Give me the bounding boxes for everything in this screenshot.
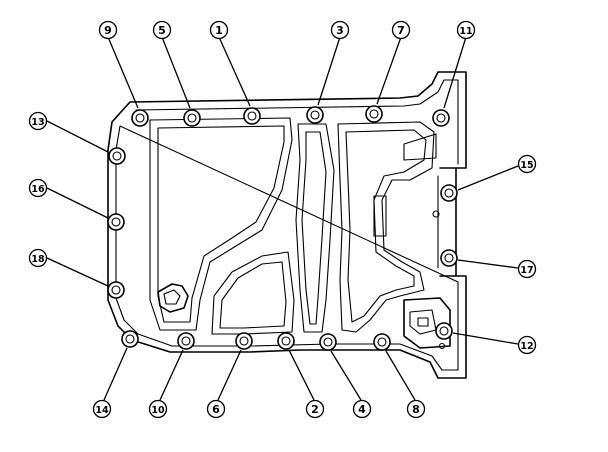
svg-text:11: 11 — [459, 26, 472, 37]
bolt-8 — [373, 333, 391, 351]
label-11: 11 — [456, 20, 476, 40]
svg-text:5: 5 — [158, 24, 166, 37]
label-1: 1 — [209, 20, 229, 40]
bolt-16 — [107, 213, 125, 231]
bolt-4 — [319, 333, 337, 351]
bolt-labels: 9 5 1 3 7 11 13 15 16 17 18 12 14 10 6 2… — [28, 20, 537, 419]
callout-lines — [46, 36, 519, 401]
oil-pan-cavity — [149, 117, 451, 350]
bolt-9 — [131, 109, 149, 127]
label-13: 13 — [28, 111, 48, 131]
svg-text:16: 16 — [31, 184, 45, 195]
svg-text:7: 7 — [397, 24, 405, 37]
svg-text:13: 13 — [31, 117, 44, 128]
svg-text:9: 9 — [104, 24, 112, 37]
label-15: 15 — [517, 154, 537, 174]
bolt-12 — [435, 322, 453, 340]
bolt-13 — [108, 147, 126, 165]
bolt-11 — [432, 109, 450, 127]
svg-text:2: 2 — [311, 403, 319, 416]
svg-text:14: 14 — [95, 405, 109, 416]
label-17: 17 — [517, 259, 537, 279]
label-10: 10 — [148, 399, 168, 419]
svg-text:8: 8 — [412, 403, 420, 416]
bolt-7 — [365, 105, 383, 123]
label-12: 12 — [517, 335, 537, 355]
bolts — [107, 105, 458, 351]
oil-pan-outline — [107, 71, 467, 379]
label-5: 5 — [152, 20, 172, 40]
svg-text:18: 18 — [31, 254, 45, 265]
svg-text:3: 3 — [336, 24, 344, 37]
svg-text:1: 1 — [215, 24, 223, 37]
svg-text:4: 4 — [358, 403, 366, 416]
bolt-3 — [306, 106, 324, 124]
bolt-6 — [235, 332, 253, 350]
label-16: 16 — [28, 178, 48, 198]
svg-text:10: 10 — [151, 405, 165, 416]
label-7: 7 — [391, 20, 411, 40]
svg-text:12: 12 — [520, 341, 533, 352]
bolt-14 — [121, 330, 139, 348]
bolt-17 — [440, 249, 458, 267]
svg-text:17: 17 — [520, 265, 533, 276]
label-14: 14 — [92, 399, 112, 419]
bolt-5 — [183, 109, 201, 127]
bolt-10 — [177, 332, 195, 350]
label-2: 2 — [305, 399, 325, 419]
label-18: 18 — [28, 248, 48, 268]
label-9: 9 — [98, 20, 118, 40]
svg-text:15: 15 — [520, 160, 533, 171]
svg-text:6: 6 — [212, 403, 220, 416]
bolt-1 — [243, 107, 261, 125]
label-6: 6 — [206, 399, 226, 419]
bolt-18 — [107, 281, 125, 299]
label-8: 8 — [406, 399, 426, 419]
bolt-2 — [277, 332, 295, 350]
label-4: 4 — [352, 399, 372, 419]
label-3: 3 — [330, 20, 350, 40]
bolt-15 — [440, 184, 458, 202]
